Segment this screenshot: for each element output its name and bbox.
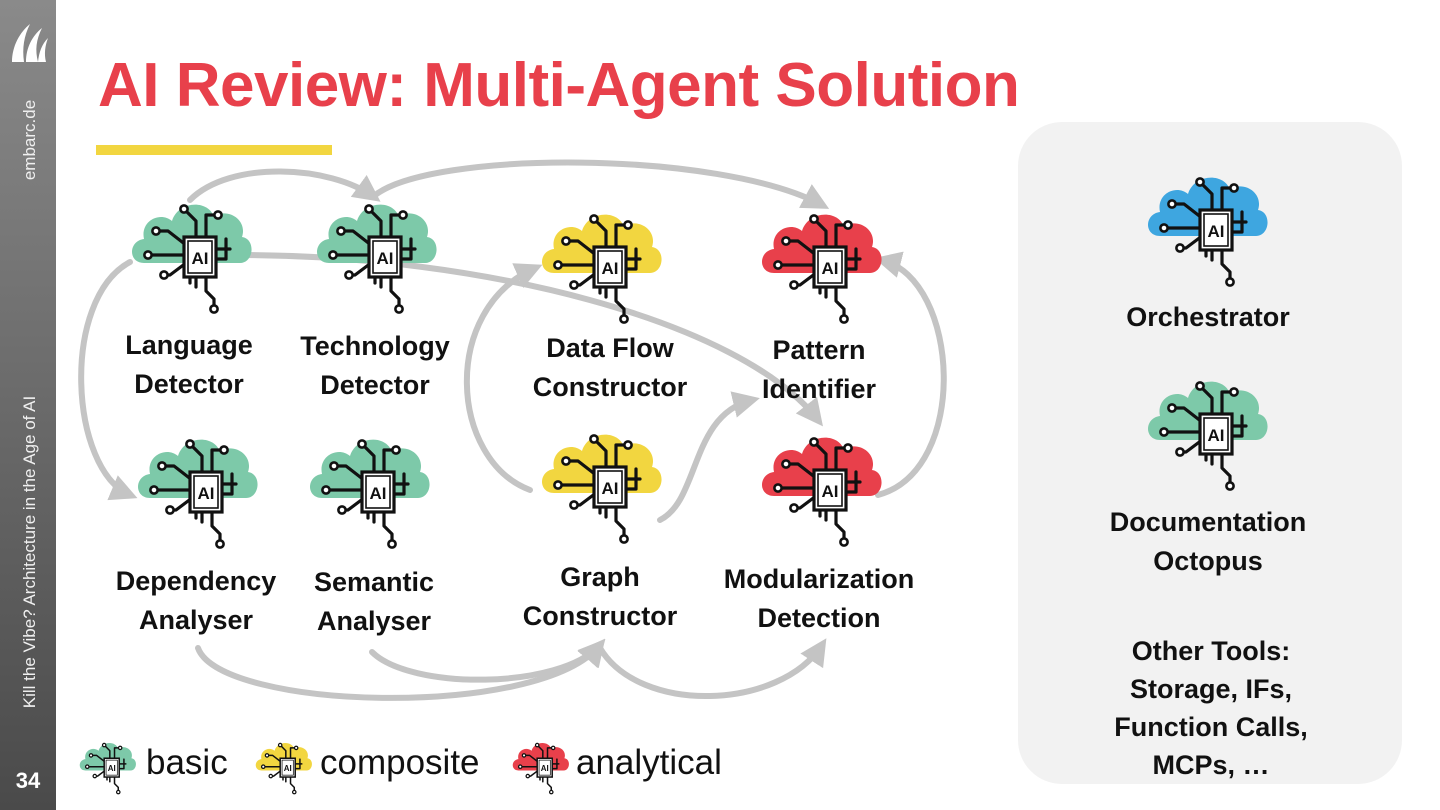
technology-detector-icon: AI bbox=[317, 204, 437, 314]
agent-label-pattern-identifier: Pattern Identifier bbox=[761, 335, 877, 404]
legend-composite-icon: AI bbox=[255, 742, 312, 795]
arrow-technology-to-pattern bbox=[371, 159, 830, 209]
agent-label-technology-detector: Technology Detector bbox=[300, 331, 450, 400]
chip-label: AI bbox=[284, 764, 292, 773]
pattern-identifier-icon: AI bbox=[762, 214, 882, 324]
chip-label: AI bbox=[1208, 426, 1225, 445]
graph-constructor-icon: AI bbox=[542, 434, 662, 544]
chip-label: AI bbox=[822, 259, 839, 278]
arrow-graph-to-dataflow bbox=[463, 263, 543, 493]
legend-basic-label: basic bbox=[146, 743, 228, 782]
arrow-dependency-to-graph bbox=[195, 638, 606, 701]
agent-label-graph-constructor: Graph Constructor bbox=[522, 562, 678, 631]
agent-label-data-flow-constructor: Data Flow Constructor bbox=[532, 333, 688, 402]
chip-label: AI bbox=[108, 764, 116, 773]
documentation-octopus-icon: AI bbox=[1148, 381, 1268, 491]
language-detector-icon: AI bbox=[132, 204, 252, 314]
panel-label-orchestrator: Orchestrator bbox=[1126, 302, 1290, 332]
arrow-semantic-to-graph bbox=[369, 638, 606, 683]
panel-label-documentation-octopus: Documentation Octopus bbox=[1109, 507, 1307, 576]
chip-label: AI bbox=[602, 479, 619, 498]
agent-label-dependency-analyser: Dependency Analyser bbox=[115, 566, 277, 635]
arrow-language-to-technology bbox=[187, 168, 381, 203]
arrow-modularization-to-pattern bbox=[874, 251, 947, 498]
orchestrator-icon: AI bbox=[1148, 177, 1268, 287]
semantic-analyser-icon: AI bbox=[310, 439, 430, 549]
legend-analytical-label: analytical bbox=[576, 743, 722, 782]
legend-basic-icon: AI bbox=[79, 742, 136, 795]
dependency-analyser-icon: AI bbox=[138, 439, 258, 549]
title-underline bbox=[96, 145, 332, 155]
chip-label: AI bbox=[602, 259, 619, 278]
chip-label: AI bbox=[541, 764, 549, 773]
legend-composite-label: composite bbox=[320, 743, 480, 782]
chip-label: AI bbox=[370, 484, 387, 503]
agent-label-language-detector: Language Detector bbox=[125, 330, 253, 399]
legend-analytical-icon: AI bbox=[512, 742, 569, 795]
chip-label: AI bbox=[198, 484, 215, 503]
embarc-logo-icon bbox=[12, 24, 48, 62]
panel-other-tools: Other Tools: Storage, IFs, Function Call… bbox=[1114, 636, 1308, 780]
modularization-detection-icon: AI bbox=[762, 437, 882, 547]
agent-label-modularization-detection: Modularization Detection bbox=[723, 564, 915, 633]
chip-label: AI bbox=[377, 249, 394, 268]
sidebar: embarc.de Kill the Vibe? Architecture in… bbox=[0, 0, 56, 810]
agent-label-semantic-analyser: Semantic Analyser bbox=[313, 567, 435, 636]
arrow-graph-to-modularization bbox=[597, 638, 827, 699]
arrow-graph-to-pattern bbox=[657, 391, 760, 523]
data-flow-constructor-icon: AI bbox=[542, 214, 662, 324]
chip-label: AI bbox=[192, 249, 209, 268]
arrow-language-to-dependency bbox=[78, 259, 138, 501]
page-number: 34 bbox=[15, 768, 41, 793]
chip-label: AI bbox=[822, 482, 839, 501]
chip-label: AI bbox=[1208, 222, 1225, 241]
slide-title: AI Review: Multi-Agent Solution bbox=[98, 51, 1020, 120]
